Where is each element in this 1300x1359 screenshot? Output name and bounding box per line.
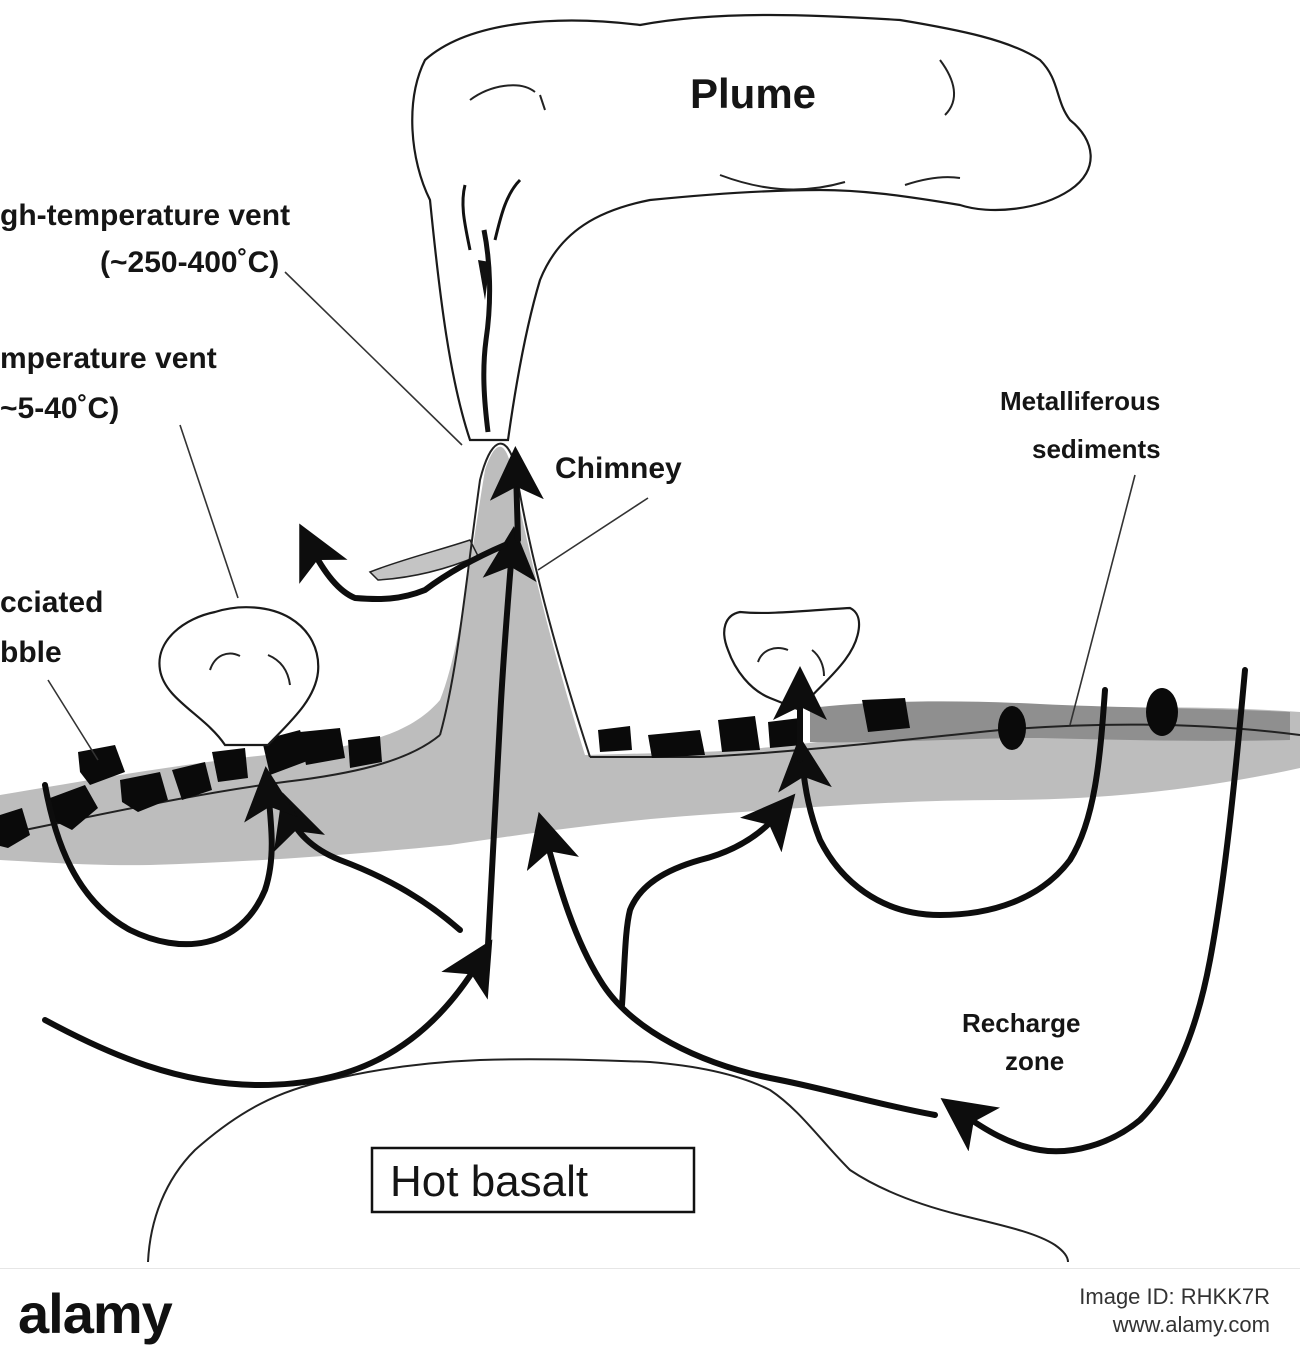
label-brecciated-line2: bble — [0, 636, 62, 669]
image-id-block: Image ID: RHKK7R www.alamy.com — [1079, 1283, 1270, 1339]
alamy-logo: alamy — [18, 1282, 173, 1345]
label-low-temp-vent-line1: mperature vent — [0, 342, 217, 375]
brecciated-rubble — [0, 688, 1178, 848]
chimney-flange — [368, 539, 480, 581]
leader-lines — [47, 271, 1136, 761]
label-high-temp-vent-line2: (~250-400˚C) — [100, 246, 279, 279]
label-metalliferous-line1: Metalliferous — [1000, 386, 1160, 416]
site-url: www.alamy.com — [1112, 1312, 1270, 1337]
low-temp-vent-cloud-left — [158, 606, 320, 747]
hot-basalt-label-box — [370, 1146, 696, 1214]
label-recharge-line1: Recharge — [962, 1008, 1081, 1038]
label-recharge-line2: zone — [1005, 1046, 1064, 1076]
hot-basalt-body — [147, 1058, 1069, 1263]
image-id-label: Image ID: RHKK7R — [1079, 1284, 1270, 1309]
label-plume: Plume — [690, 70, 816, 117]
label-high-temp-vent-line1: gh-temperature vent — [0, 199, 290, 232]
flow-arrows — [42, 446, 1248, 1155]
hydrothermal-vent-diagram: Plume gh-temperature vent (~250-400˚C) m… — [0, 13, 1300, 1263]
plume-cloud — [411, 13, 1092, 442]
label-brecciated-line1: cciated — [0, 586, 103, 619]
label-metalliferous-line2: sediments — [1032, 434, 1161, 464]
label-chimney: Chimney — [555, 452, 682, 485]
watermark-banner: alamy Image ID: RHKK7R www.alamy.com — [0, 1268, 1300, 1359]
low-temp-vent-cloud-right — [723, 606, 861, 712]
high-temp-jet — [461, 178, 522, 433]
chimney-outline — [439, 442, 591, 758]
label-low-temp-vent-line2: ~5-40˚C) — [0, 392, 119, 425]
label-hot-basalt: Hot basalt — [390, 1157, 588, 1206]
